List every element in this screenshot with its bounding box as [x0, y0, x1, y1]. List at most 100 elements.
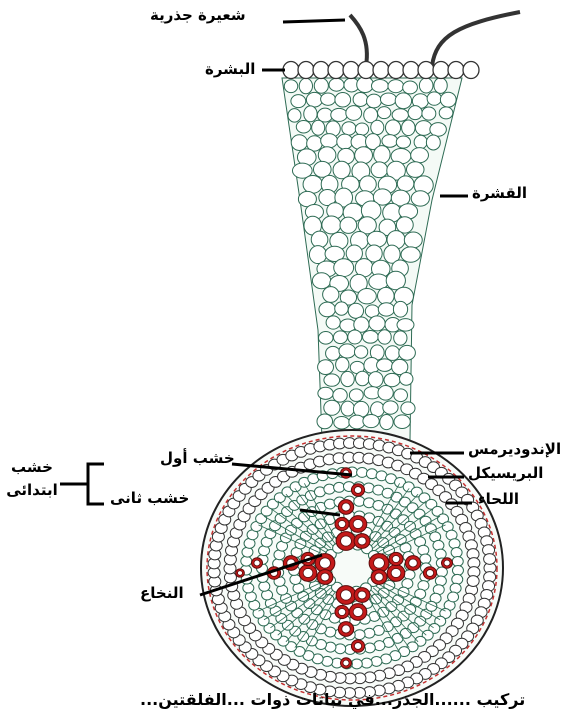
label-phloem: اللحاء: [478, 492, 519, 507]
cortex-cell: [334, 416, 350, 429]
cortex-cell: [323, 287, 339, 303]
cortex-cell: [419, 78, 433, 93]
xylem-lumen: [409, 559, 417, 567]
cortex-cell: [397, 319, 414, 331]
stele-cell: [243, 583, 254, 593]
cortex-cell: [322, 216, 341, 234]
cortex-cell: [314, 78, 328, 93]
stele-cell: [418, 545, 429, 555]
cortex-cell: [326, 316, 340, 329]
stele-cell: [357, 467, 368, 477]
xylem-lumen: [353, 607, 363, 616]
stele-cell: [242, 547, 253, 557]
cortex-cell: [355, 147, 373, 164]
cortex-cell: [334, 259, 354, 277]
cortex-cell: [329, 78, 344, 91]
xylem-lumen: [338, 520, 345, 527]
cortex-cell: [371, 162, 388, 178]
epidermis-cell: [433, 62, 449, 79]
label-pith: النخاع: [140, 586, 184, 601]
xylem-lumen: [303, 568, 313, 577]
epidermis-cells: [283, 62, 479, 79]
label-pericycle: البريسيكل: [468, 466, 543, 481]
xylem-lumen: [342, 503, 350, 511]
cortex-cell: [318, 387, 333, 399]
cortex-cell: [380, 93, 396, 106]
stele-cell: [433, 540, 444, 550]
cortex-cell: [324, 400, 340, 415]
cortex-cell: [397, 176, 414, 192]
cortex-cell: [392, 109, 408, 122]
xylem-lumen: [338, 608, 345, 615]
stele-cell: [435, 576, 446, 586]
cortex-cell: [363, 330, 379, 343]
cortex-cell: [319, 302, 336, 317]
epidermis-cell: [328, 62, 344, 79]
stele-cell: [351, 659, 362, 669]
cortex-cell: [430, 123, 447, 137]
cortex-cell: [288, 109, 301, 122]
cortex-cell: [385, 346, 399, 361]
cortex-cell: [406, 162, 424, 178]
cortex-cell: [355, 123, 368, 135]
cortex-cell: [319, 332, 334, 345]
stele-cell: [354, 496, 365, 506]
stele-cell: [354, 630, 365, 640]
cortex-cell: [299, 78, 312, 94]
xylem-lumen: [320, 558, 331, 568]
stele-cell: [448, 592, 459, 602]
stele-cell: [484, 554, 496, 565]
epidermis-cell: [373, 62, 389, 79]
diagram-caption: تركيب ......الجذر...في نباتات ذوات ...ال…: [140, 692, 525, 708]
label-epidermis: البشرة: [205, 62, 255, 77]
leader-root-hair: [283, 20, 345, 22]
cortex-cell: [369, 316, 385, 331]
cortex-cell: [358, 288, 377, 303]
stele-cell: [451, 548, 462, 558]
cortex-cell: [378, 303, 394, 316]
cortex-cell: [374, 146, 390, 164]
cortex-cell: [411, 191, 429, 206]
cortex-cell: [394, 389, 408, 402]
cortex-cell: [321, 93, 336, 105]
epidermis-cell: [313, 62, 329, 79]
stele-cell: [386, 602, 397, 612]
cortex-cell: [335, 92, 351, 107]
xylem-lumen: [354, 643, 361, 650]
cortex-cell: [385, 120, 400, 136]
label-cortex: القشرة: [472, 186, 527, 201]
root-hair-right: [432, 12, 520, 66]
cortex-cell: [335, 302, 349, 315]
cortex-cell: [383, 401, 398, 414]
cortex-cell: [403, 81, 418, 94]
cortex-cell: [399, 345, 416, 360]
cortex-cell: [304, 106, 317, 122]
root-hair-left: [350, 15, 367, 66]
stele-cell: [435, 549, 446, 559]
cortex-cell: [408, 106, 422, 120]
cortex-cell: [340, 217, 357, 233]
cortex-cell: [296, 121, 311, 133]
cortex-cell: [401, 402, 415, 415]
cortex-cell: [404, 232, 422, 248]
cortex-cell: [426, 135, 440, 150]
stele-cell: [259, 581, 270, 591]
cortex-cell: [378, 386, 393, 401]
cortex-cell: [321, 134, 338, 148]
epidermis-cell: [283, 62, 299, 79]
xylem-lumen: [321, 573, 329, 581]
stele-cell: [324, 484, 335, 494]
label-primary-xylem: خشب ابتدائى: [6, 456, 58, 501]
cortex-cell: [303, 175, 322, 193]
xylem-lumen: [354, 487, 361, 494]
stele-cell: [335, 644, 346, 654]
cortex-cell: [341, 401, 354, 416]
stele-cell: [449, 539, 460, 549]
label-protoxylem: خشب أول: [160, 451, 235, 466]
stele-cell: [361, 658, 372, 668]
cortex-cell: [284, 80, 297, 93]
xylem-lumen: [392, 555, 399, 562]
label-root-hair: شعيرة جذرية: [150, 8, 246, 23]
cortex-cell: [384, 373, 400, 386]
